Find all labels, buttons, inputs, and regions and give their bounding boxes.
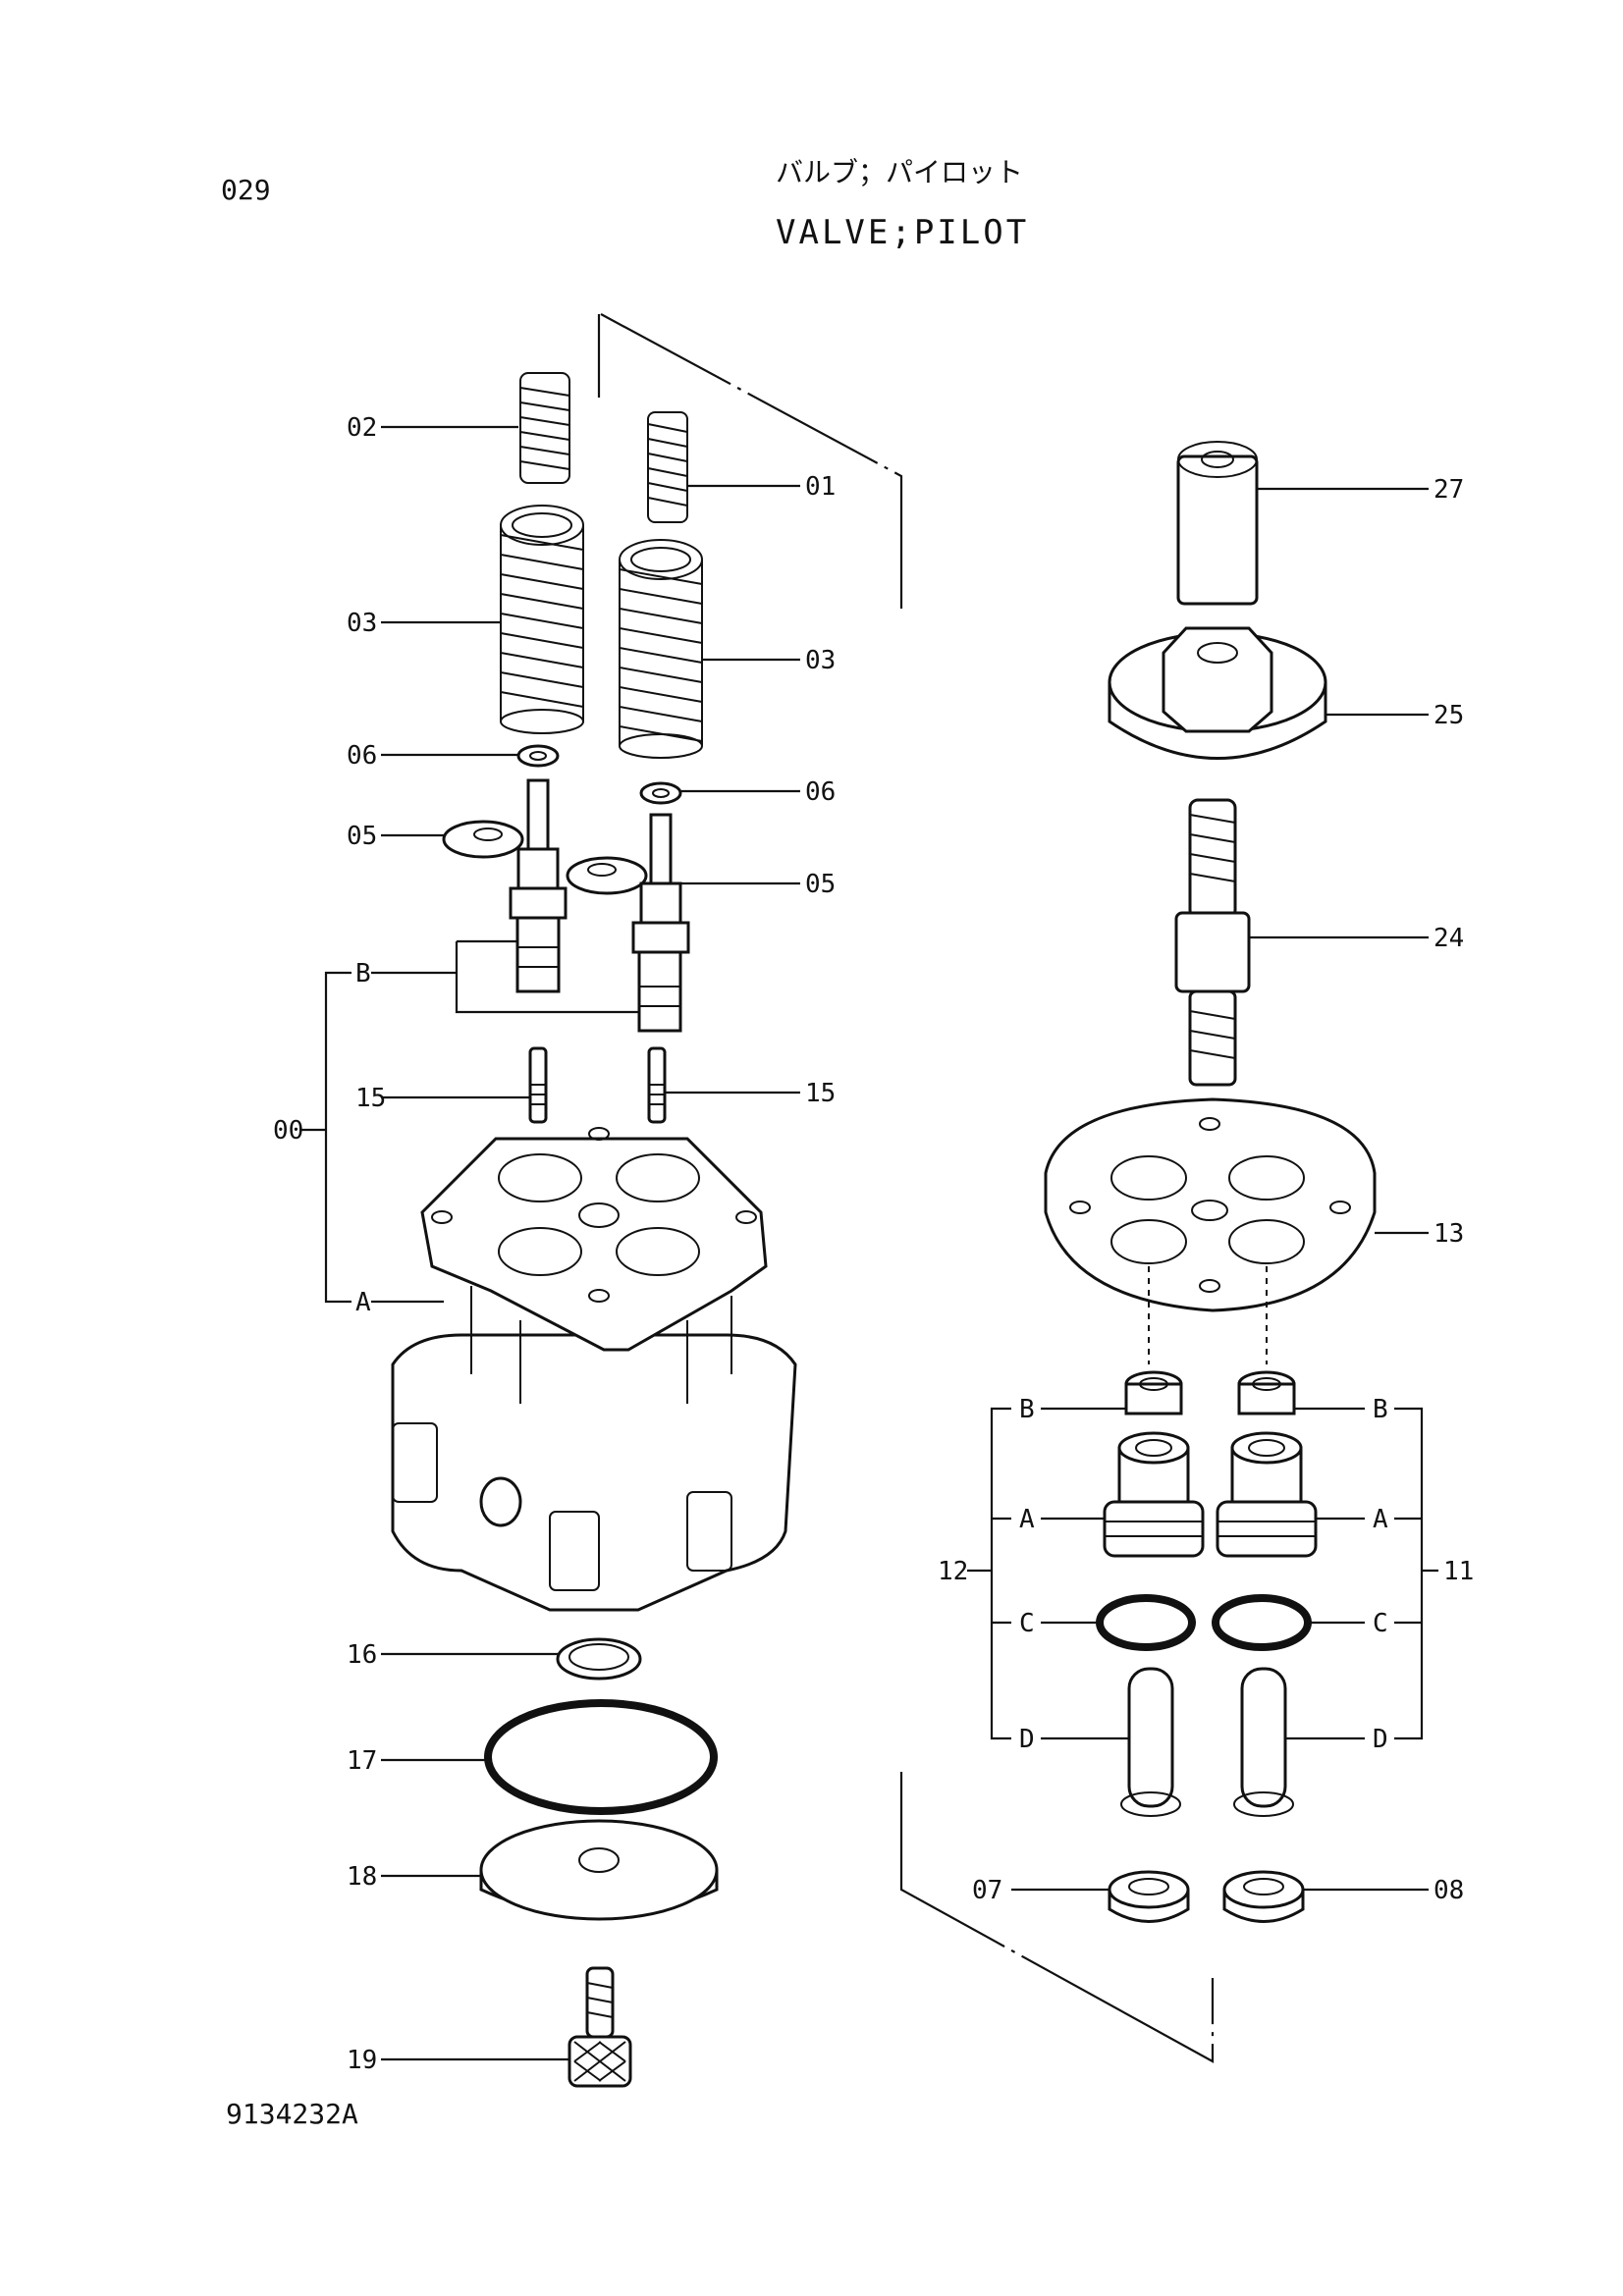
plate-25 xyxy=(1108,626,1327,760)
ring-16 xyxy=(556,1637,642,1681)
joint-24 xyxy=(1174,798,1251,1087)
callout-label: 06 xyxy=(805,777,836,807)
callout-label: 06 xyxy=(347,741,377,771)
clip-05-left xyxy=(442,820,524,859)
group-bracket-lower xyxy=(899,1772,1215,2063)
callout-label: 17 xyxy=(347,1746,377,1776)
washer-06-left xyxy=(516,744,560,768)
callout-label: 05 xyxy=(347,822,377,851)
callout-label: A xyxy=(1373,1505,1388,1534)
callout-label: B xyxy=(355,959,371,988)
clip-05-right xyxy=(566,856,648,895)
group-bracket-upper xyxy=(597,313,903,609)
callout-label: 03 xyxy=(805,646,836,675)
valve-body xyxy=(391,1127,797,1612)
callout-label: 13 xyxy=(1434,1219,1464,1249)
part-12-B xyxy=(1124,1370,1183,1415)
spring-03-left xyxy=(500,505,584,734)
callout-label: A xyxy=(1019,1505,1035,1534)
callout-label: D xyxy=(1019,1725,1035,1754)
page-number: 029 xyxy=(221,174,271,206)
part-11-D xyxy=(1233,1667,1294,1817)
callout-label: 08 xyxy=(1434,1876,1464,1905)
title-english: VALVE;PILOT xyxy=(776,213,1029,252)
screw-19 xyxy=(568,1966,632,2088)
callout-label: 12 xyxy=(938,1557,968,1586)
nut-08 xyxy=(1222,1870,1305,1923)
callout-label: 02 xyxy=(347,413,377,443)
part-11-C xyxy=(1212,1594,1312,1651)
pin-15-left xyxy=(528,1046,548,1124)
plate-13 xyxy=(1044,1097,1377,1364)
o-ring-17 xyxy=(484,1699,718,1815)
callout-label: 05 xyxy=(805,870,836,899)
callout-label: B xyxy=(1019,1395,1035,1424)
callout-label: 19 xyxy=(347,2046,377,2075)
spring-03-right xyxy=(619,539,703,759)
callout-label: 16 xyxy=(347,1640,377,1670)
callout-label: 11 xyxy=(1443,1557,1474,1586)
part-11-B xyxy=(1237,1370,1296,1415)
spring-01 xyxy=(647,411,688,523)
callout-label: D xyxy=(1373,1725,1388,1754)
callout-label: 24 xyxy=(1434,924,1464,953)
callout-label: 00 xyxy=(273,1116,303,1146)
part-12-D xyxy=(1120,1667,1181,1817)
callout-label: 27 xyxy=(1434,475,1464,505)
callout-label: 25 xyxy=(1434,701,1464,730)
callout-label: C xyxy=(1373,1609,1388,1638)
drawing-number: 9134232A xyxy=(226,2098,358,2130)
pin-15-right xyxy=(647,1046,667,1124)
cap-18 xyxy=(479,1819,719,1921)
callout-label: 01 xyxy=(805,472,836,502)
callout-label: C xyxy=(1019,1609,1035,1638)
part-12-A xyxy=(1103,1431,1205,1558)
nut-07 xyxy=(1108,1870,1190,1923)
callout-label: 15 xyxy=(355,1084,386,1113)
callout-label: A xyxy=(355,1288,371,1317)
callout-label: 03 xyxy=(347,609,377,638)
spool-assembly-right xyxy=(631,813,690,1033)
leader-lines xyxy=(299,425,1438,2061)
callout-label: 15 xyxy=(805,1079,836,1108)
part-11-A xyxy=(1216,1431,1318,1558)
washer-06-right xyxy=(639,781,682,805)
callout-label: 07 xyxy=(972,1876,1002,1905)
part-12-C xyxy=(1096,1594,1196,1651)
coupler-27 xyxy=(1176,441,1259,606)
spool-assembly-left xyxy=(509,778,568,993)
callout-label: B xyxy=(1373,1395,1388,1424)
callout-label: 18 xyxy=(347,1862,377,1892)
title-katakana: バルブ；パイロット xyxy=(776,156,1023,188)
spring-02 xyxy=(519,372,570,484)
